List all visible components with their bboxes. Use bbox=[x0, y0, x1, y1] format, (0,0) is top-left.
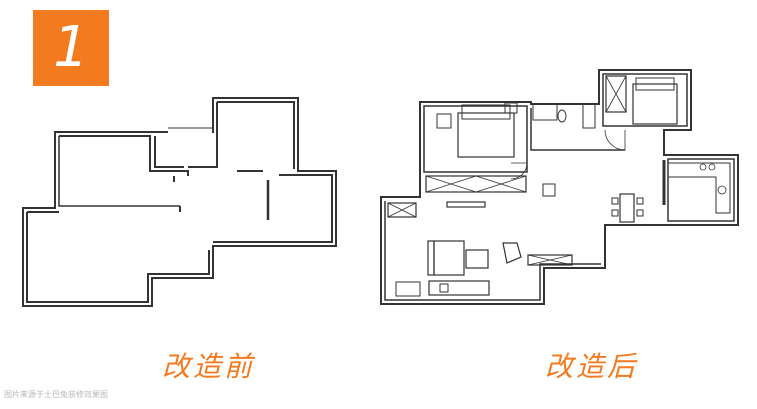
after-inner-wall bbox=[530, 108, 625, 151]
caption-before-renovation: 改造前 bbox=[162, 350, 256, 383]
after-side-table bbox=[395, 281, 421, 297]
after-wc bbox=[532, 103, 558, 121]
step-number: 1 bbox=[53, 15, 89, 80]
after-dining-chair bbox=[636, 209, 644, 217]
after-desk bbox=[428, 280, 490, 296]
after-desk-chair bbox=[439, 283, 449, 293]
before-outer-wall bbox=[22, 97, 337, 307]
after-inner-wall bbox=[384, 201, 601, 301]
before-inner-wall bbox=[154, 136, 184, 168]
after-cabinet-pattern bbox=[387, 202, 417, 218]
after-outer-wall bbox=[380, 69, 739, 305]
after-pillows-2 bbox=[635, 77, 675, 91]
after-wardrobe-2 bbox=[605, 75, 627, 113]
after-stove bbox=[708, 163, 716, 171]
after-shower bbox=[582, 103, 596, 129]
after-dining-chair bbox=[611, 209, 619, 217]
before-inner-wall bbox=[188, 102, 218, 168]
after-fridge bbox=[542, 183, 556, 197]
after-dining-table bbox=[619, 193, 635, 223]
floor-plan-before bbox=[22, 97, 337, 307]
after-wardrobe-pattern bbox=[425, 175, 527, 193]
before-inner-wall bbox=[217, 101, 295, 169]
after-coffee-table bbox=[465, 249, 489, 269]
after-dining-chair bbox=[636, 197, 644, 205]
after-tv-stand bbox=[446, 201, 486, 208]
after-toilet bbox=[557, 109, 567, 123]
after-wardrobe-2-pattern bbox=[605, 75, 627, 113]
after-kitchen-counter bbox=[668, 162, 731, 214]
after-sofa-back bbox=[427, 240, 435, 276]
after-inner-wall bbox=[667, 158, 735, 222]
caption-after-renovation: 改造后 bbox=[545, 350, 639, 383]
after-stove bbox=[699, 163, 707, 171]
after-cabinet bbox=[387, 202, 417, 218]
before-inner-wall bbox=[58, 136, 180, 207]
before-inner-wall bbox=[59, 135, 189, 176]
after-inner-wall bbox=[423, 105, 528, 173]
after-nightstand-1 bbox=[436, 113, 452, 129]
after-sink bbox=[717, 185, 727, 195]
after-door-swing bbox=[604, 129, 626, 151]
floor-plan-after bbox=[380, 69, 739, 305]
after-pillows-1 bbox=[461, 104, 511, 120]
before-inner-wall bbox=[26, 212, 210, 303]
after-sideboard-pattern bbox=[527, 254, 573, 266]
before-inner-wall bbox=[213, 174, 333, 243]
after-dining-chair bbox=[611, 197, 619, 205]
step-number-badge: 1 bbox=[33, 10, 109, 86]
after-nightstand-2 bbox=[504, 102, 518, 114]
after-sofa bbox=[433, 240, 465, 276]
source-watermark: 图片来源于土巴兔装修效果图 bbox=[4, 390, 108, 399]
after-armchair bbox=[502, 242, 522, 264]
after-door-swing bbox=[510, 162, 528, 180]
after-sideboard bbox=[527, 254, 573, 266]
after-wardrobe bbox=[425, 175, 527, 193]
after-inner-wall bbox=[602, 73, 688, 127]
after-bed-2 bbox=[632, 83, 678, 125]
before-door-gap bbox=[168, 128, 212, 134]
after-bed-1 bbox=[457, 112, 515, 158]
